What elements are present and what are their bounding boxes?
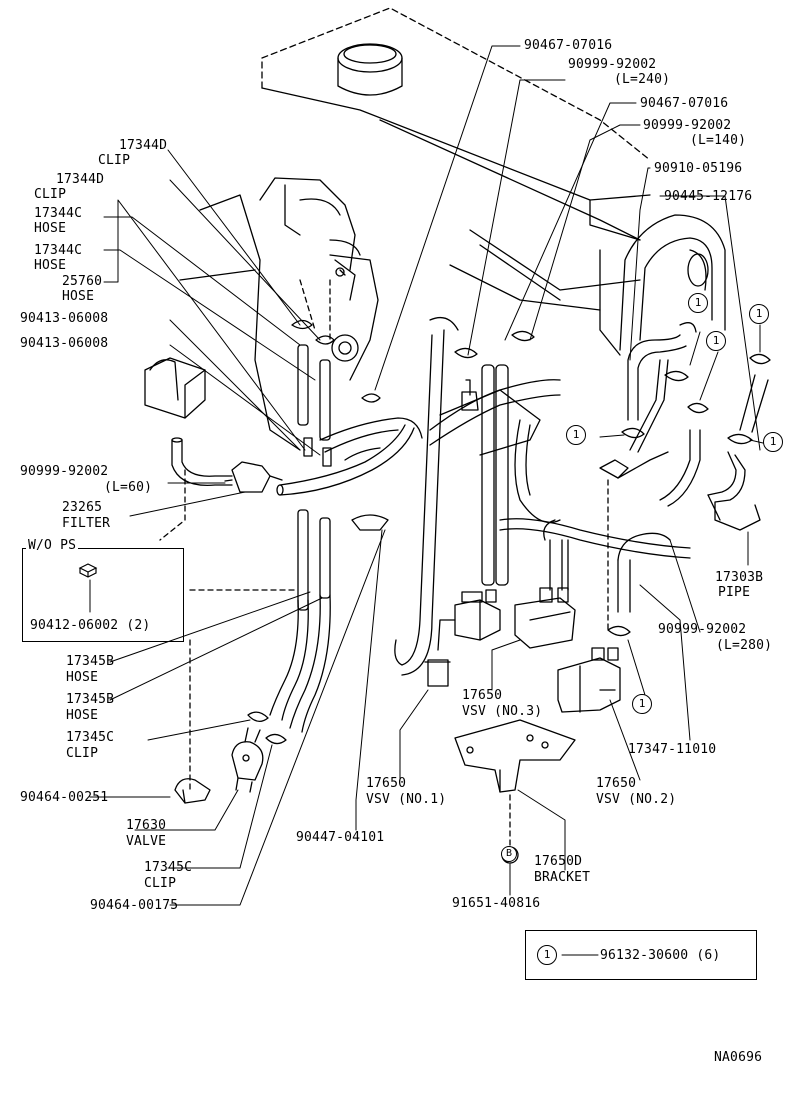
hose-17347	[617, 532, 671, 613]
label-17345c-b[interactable]: 17345C	[144, 860, 193, 875]
vsv-vertical-hoses	[481, 364, 569, 591]
label-17347-11010[interactable]: 17347-11010	[628, 742, 717, 757]
callout-1-c[interactable]: 1	[749, 304, 769, 324]
label-l280: (L=280)	[716, 638, 773, 653]
timing-belt-cover	[619, 214, 726, 351]
label-bracket: BRACKET	[534, 870, 591, 885]
oil-filler-cap	[337, 43, 403, 96]
label-90467-07016-b[interactable]: 90467-07016	[640, 96, 729, 111]
vsv-no2	[557, 647, 621, 713]
label-90999-92002-l240[interactable]: 90999-92002	[568, 57, 657, 72]
label-pipe: PIPE	[718, 585, 751, 600]
label-17650-vsv3[interactable]: 17650	[462, 688, 503, 703]
leader-lines	[89, 45, 773, 956]
label-17345b-b[interactable]: 17345B	[66, 692, 115, 707]
callout-1-f[interactable]: 1	[632, 694, 652, 714]
center-hose-loop	[394, 316, 479, 676]
filter-23265	[224, 461, 283, 493]
pipe-17303b	[707, 451, 761, 531]
label-vsv-no3: VSV (NO.3)	[462, 704, 543, 719]
label-vsv-no1: VSV (NO.1)	[366, 792, 447, 807]
hose-clips	[291, 319, 771, 637]
callout-1-d[interactable]: 1	[566, 425, 586, 445]
label-90464-00251[interactable]: 90464-00251	[20, 790, 109, 805]
label-17650-vsv2[interactable]: 17650	[596, 776, 637, 791]
hose-nipples	[297, 344, 332, 467]
label-hose-17345b-a: HOSE	[66, 670, 99, 685]
label-hose-b: HOSE	[34, 258, 67, 273]
label-17630[interactable]: 17630	[126, 818, 167, 833]
legend-symbol: 1	[537, 945, 557, 965]
label-91651-40816[interactable]: 91651-40816	[452, 896, 541, 911]
label-clip-17345c-b: CLIP	[144, 876, 177, 891]
label-clip-17345c-a: CLIP	[66, 746, 99, 761]
hidden-lines	[159, 279, 609, 846]
label-90412-06002[interactable]: 90412-06002 (2)	[30, 618, 151, 633]
label-clip-a: CLIP	[98, 153, 131, 168]
label-17344c-b[interactable]: 17344C	[34, 243, 83, 258]
wo-ps-union-icon	[76, 562, 100, 578]
wo-ps-title: W/O PS	[26, 538, 79, 553]
delivery-pipe	[429, 379, 691, 559]
label-90910-05196[interactable]: 90910-05196	[654, 161, 743, 176]
valve-17630	[231, 727, 264, 793]
label-hose-a: HOSE	[34, 221, 67, 236]
throttle-body	[259, 177, 379, 381]
vacuum-tank-bracket	[144, 357, 206, 419]
wo-ps-box	[22, 548, 184, 642]
label-17344d-b[interactable]: 17344D	[56, 172, 105, 187]
label-17344c-a[interactable]: 17344C	[34, 206, 83, 221]
label-hose-25760: HOSE	[62, 289, 95, 304]
label-25760[interactable]: 25760	[62, 274, 103, 289]
label-17650d[interactable]: 17650D	[534, 854, 583, 869]
callout-1-a[interactable]: 1	[688, 293, 708, 313]
small-bracket	[599, 451, 669, 479]
bracket-17650d	[454, 719, 576, 793]
label-valve: VALVE	[126, 834, 167, 849]
label-23265[interactable]: 23265	[62, 500, 103, 515]
legend-box	[525, 930, 757, 980]
label-17345c-a[interactable]: 17345C	[66, 730, 115, 745]
hose-to-filter	[171, 437, 233, 486]
label-90445-12176[interactable]: 90445-12176	[664, 189, 753, 204]
label-17303b[interactable]: 17303B	[715, 570, 764, 585]
label-filter: FILTER	[62, 516, 111, 531]
label-90999-92002-l60[interactable]: 90999-92002	[20, 464, 109, 479]
label-90467-07016-a[interactable]: 90467-07016	[524, 38, 613, 53]
label-l140: (L=140)	[690, 133, 747, 148]
diagram-code: NA0696	[714, 1050, 763, 1065]
label-90447-04101[interactable]: 90447-04101	[296, 830, 385, 845]
intake-hoses	[276, 417, 423, 496]
label-vsv-no2: VSV (NO.2)	[596, 792, 677, 807]
label-90999-92002-l140[interactable]: 90999-92002	[643, 118, 732, 133]
vsv-no3	[514, 587, 576, 649]
label-17650-vsv1[interactable]: 17650	[366, 776, 407, 791]
label-90999-92002-l280[interactable]: 90999-92002	[658, 622, 747, 637]
bolt-b-label: B	[501, 846, 517, 862]
label-hose-17345b-b: HOSE	[66, 708, 99, 723]
label-90464-00175[interactable]: 90464-00175	[90, 898, 179, 913]
legend-part[interactable]: 96132-30600 (6)	[600, 948, 721, 963]
label-clip-b: CLIP	[34, 187, 67, 202]
right-side-hoses	[627, 322, 769, 507]
callout-1-e[interactable]: 1	[763, 432, 783, 452]
vsv-no1	[424, 589, 501, 687]
engine-block-outline	[179, 7, 651, 451]
lower-hoses-17345b	[269, 509, 331, 733]
label-l60: (L=60)	[104, 480, 153, 495]
label-90413-06008-b[interactable]: 90413-06008	[20, 336, 109, 351]
label-17345b-a[interactable]: 17345B	[66, 654, 115, 669]
label-90413-06008-a[interactable]: 90413-06008	[20, 311, 109, 326]
label-l240: (L=240)	[614, 72, 671, 87]
callout-1-b[interactable]: 1	[706, 331, 726, 351]
lower-clamps	[174, 711, 287, 804]
label-17344d-a[interactable]: 17344D	[119, 138, 168, 153]
